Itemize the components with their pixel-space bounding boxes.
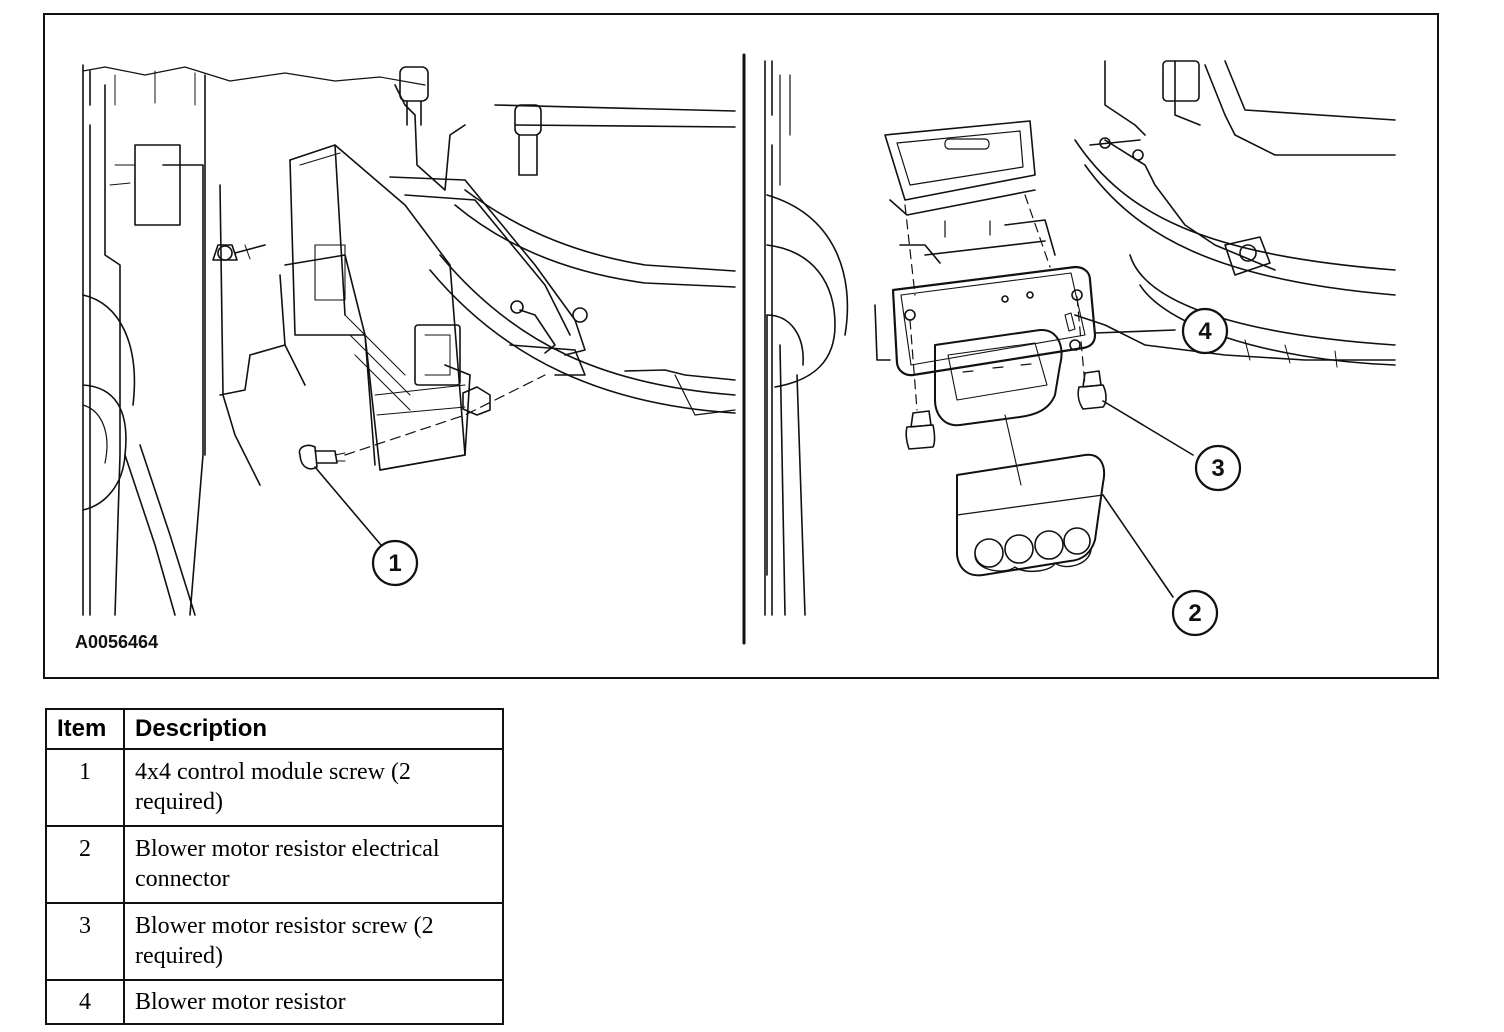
legend-item-description: Blower motor resistor electrical connect… xyxy=(123,825,504,904)
callout-4-label: 4 xyxy=(1198,318,1212,345)
left-panel-drawing xyxy=(82,64,736,616)
legend-row: 2 Blower motor resistor electrical conne… xyxy=(45,825,504,904)
callout-3-label: 3 xyxy=(1211,455,1224,482)
callout-3: 3 xyxy=(1194,444,1242,492)
legend-item-description: 4x4 control module screw (2 required) xyxy=(123,748,504,827)
legend-row: 4 Blower motor resistor xyxy=(45,979,504,1025)
callout-1: 1 xyxy=(371,539,419,587)
right-panel-drawing xyxy=(764,60,1396,616)
legend-item-description: Blower motor resistor screw (2 required) xyxy=(123,902,504,981)
legend-item-number: 2 xyxy=(45,825,125,904)
legend-table: Item Description 1 4x4 control module sc… xyxy=(45,708,504,1025)
legend-header-description: Description xyxy=(123,708,504,750)
callout-4: 4 xyxy=(1181,307,1229,355)
legend-row: 1 4x4 control module screw (2 required) xyxy=(45,748,504,827)
callout-1-label: 1 xyxy=(388,550,401,577)
legend-header-item: Item xyxy=(45,708,125,750)
legend-header-row: Item Description xyxy=(45,708,504,750)
callout-2-label: 2 xyxy=(1188,600,1201,627)
legend-item-number: 1 xyxy=(45,748,125,827)
callout-2: 2 xyxy=(1171,589,1219,637)
figure-frame: 1 2 3 4 A0056464 xyxy=(43,13,1439,679)
legend-item-number: 4 xyxy=(45,979,125,1025)
legend-item-number: 3 xyxy=(45,902,125,981)
figure-id-label: A0056464 xyxy=(75,632,159,652)
legend-item-description: Blower motor resistor xyxy=(123,979,504,1025)
line-drawing: 1 2 3 4 xyxy=(82,53,1396,645)
legend-row: 3 Blower motor resistor screw (2 require… xyxy=(45,902,504,981)
